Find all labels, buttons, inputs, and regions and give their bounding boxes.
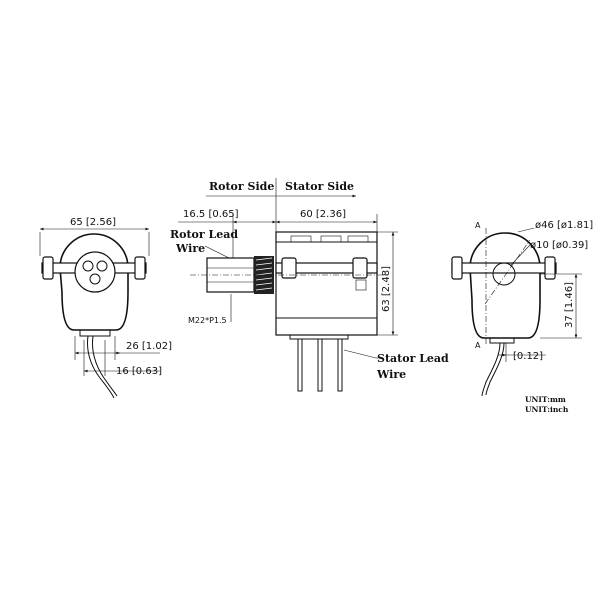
front-wire-2	[92, 335, 118, 397]
stator-pin-1	[297, 338, 303, 392]
label-rotor-side: Rotor Side	[209, 180, 274, 193]
stator-flange	[275, 262, 378, 274]
stator-bolt-left	[281, 257, 297, 279]
label-rotor-lead-wire: Wire	[175, 242, 205, 255]
dim-height-63: 63 [2.48]	[381, 266, 392, 312]
front-wire	[87, 335, 115, 399]
front-view: 65 [2.56] 26 [1.02] 16 [0.63]	[39, 217, 172, 399]
dim-d46: ø46 [ø1.81]	[535, 220, 593, 231]
front-bolt-left	[42, 256, 54, 280]
stator-bolt-right	[352, 257, 368, 279]
dim-h37: 37 [1.46]	[564, 282, 575, 328]
stator-pin-2	[317, 338, 323, 392]
back-view: A A ø46 [ø1.81] ø10 [ø0.39] 37 [1.46] [0…	[451, 220, 593, 414]
dim-d10: ø10 [ø0.39]	[530, 240, 588, 251]
stator-pin-3	[337, 338, 343, 392]
side-view: Rotor Side Stator Side 16.5 [0.65] 60 [2…	[170, 178, 449, 392]
front-rotor-circle	[74, 251, 116, 293]
back-bolt-right	[544, 256, 556, 280]
unit-inch: UNIT:inch	[525, 405, 569, 414]
front-contact-3	[89, 273, 101, 285]
dim-rotor-16-5: 16.5 [0.65]	[183, 209, 239, 220]
label-stator-lead: Stator Lead	[377, 352, 449, 365]
section-a-bot: A	[475, 341, 481, 350]
back-center-hole	[492, 262, 516, 286]
front-contact-2	[96, 260, 108, 272]
back-flange	[451, 262, 557, 274]
label-rotor-lead: Rotor Lead	[170, 228, 238, 241]
label-stator-side: Stator Side	[285, 180, 354, 193]
dim-off-012: [0.12]	[513, 351, 543, 362]
front-connector	[79, 329, 111, 337]
dim-thread: M22*P1.5	[188, 316, 227, 325]
stator-body	[275, 231, 378, 336]
front-bolt-right	[134, 256, 146, 280]
dim-w16: 16 [0.63]	[116, 366, 162, 377]
label-stator-lead-wire: Wire	[376, 368, 406, 381]
front-contact-1	[82, 260, 94, 272]
back-wire	[481, 342, 501, 397]
unit-mm: UNIT:mm	[525, 395, 566, 404]
section-a-top: A	[475, 221, 481, 230]
dim-width-65: 65 [2.56]	[70, 217, 116, 228]
back-bolt-left	[451, 256, 463, 280]
dim-stator-60: 60 [2.36]	[300, 209, 346, 220]
dim-w26: 26 [1.02]	[126, 341, 172, 352]
